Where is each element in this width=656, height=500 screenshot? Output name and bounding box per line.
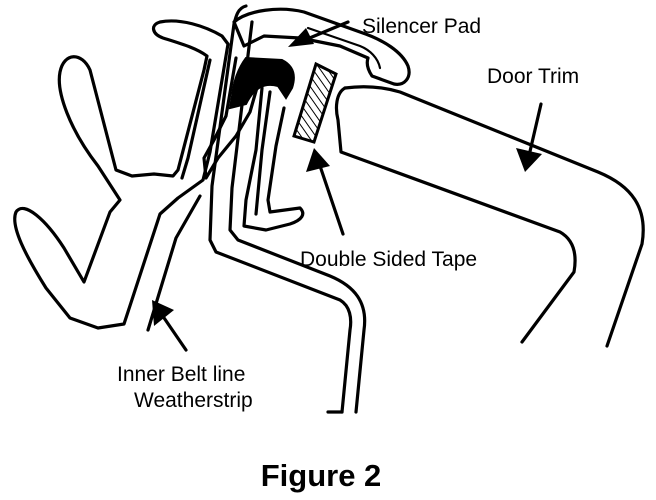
inner-beltline-weatherstrip-shape [13, 19, 230, 332]
silencer-pad [228, 56, 295, 110]
weatherstrip-label-line1: Inner Belt line [117, 363, 245, 386]
silencer-pad-label: Silencer Pad [362, 15, 481, 38]
door-trim-label: Door Trim [487, 65, 579, 88]
double-sided-tape-arrow [306, 148, 345, 236]
weatherstrip-label-line2: Weatherstrip [134, 389, 253, 412]
upper-lip-shape [232, 7, 411, 86]
weatherstrip-arrow [152, 300, 188, 352]
silencer-pad-arrow [288, 20, 350, 47]
door-trim-shape [334, 85, 645, 348]
door-trim-arrow [516, 102, 543, 172]
figure-caption: Figure 2 [261, 458, 382, 493]
double-sided-tape [292, 61, 338, 144]
door-inner-panel-shape [208, 4, 367, 414]
double-sided-tape-label: Double Sided Tape [300, 248, 477, 271]
